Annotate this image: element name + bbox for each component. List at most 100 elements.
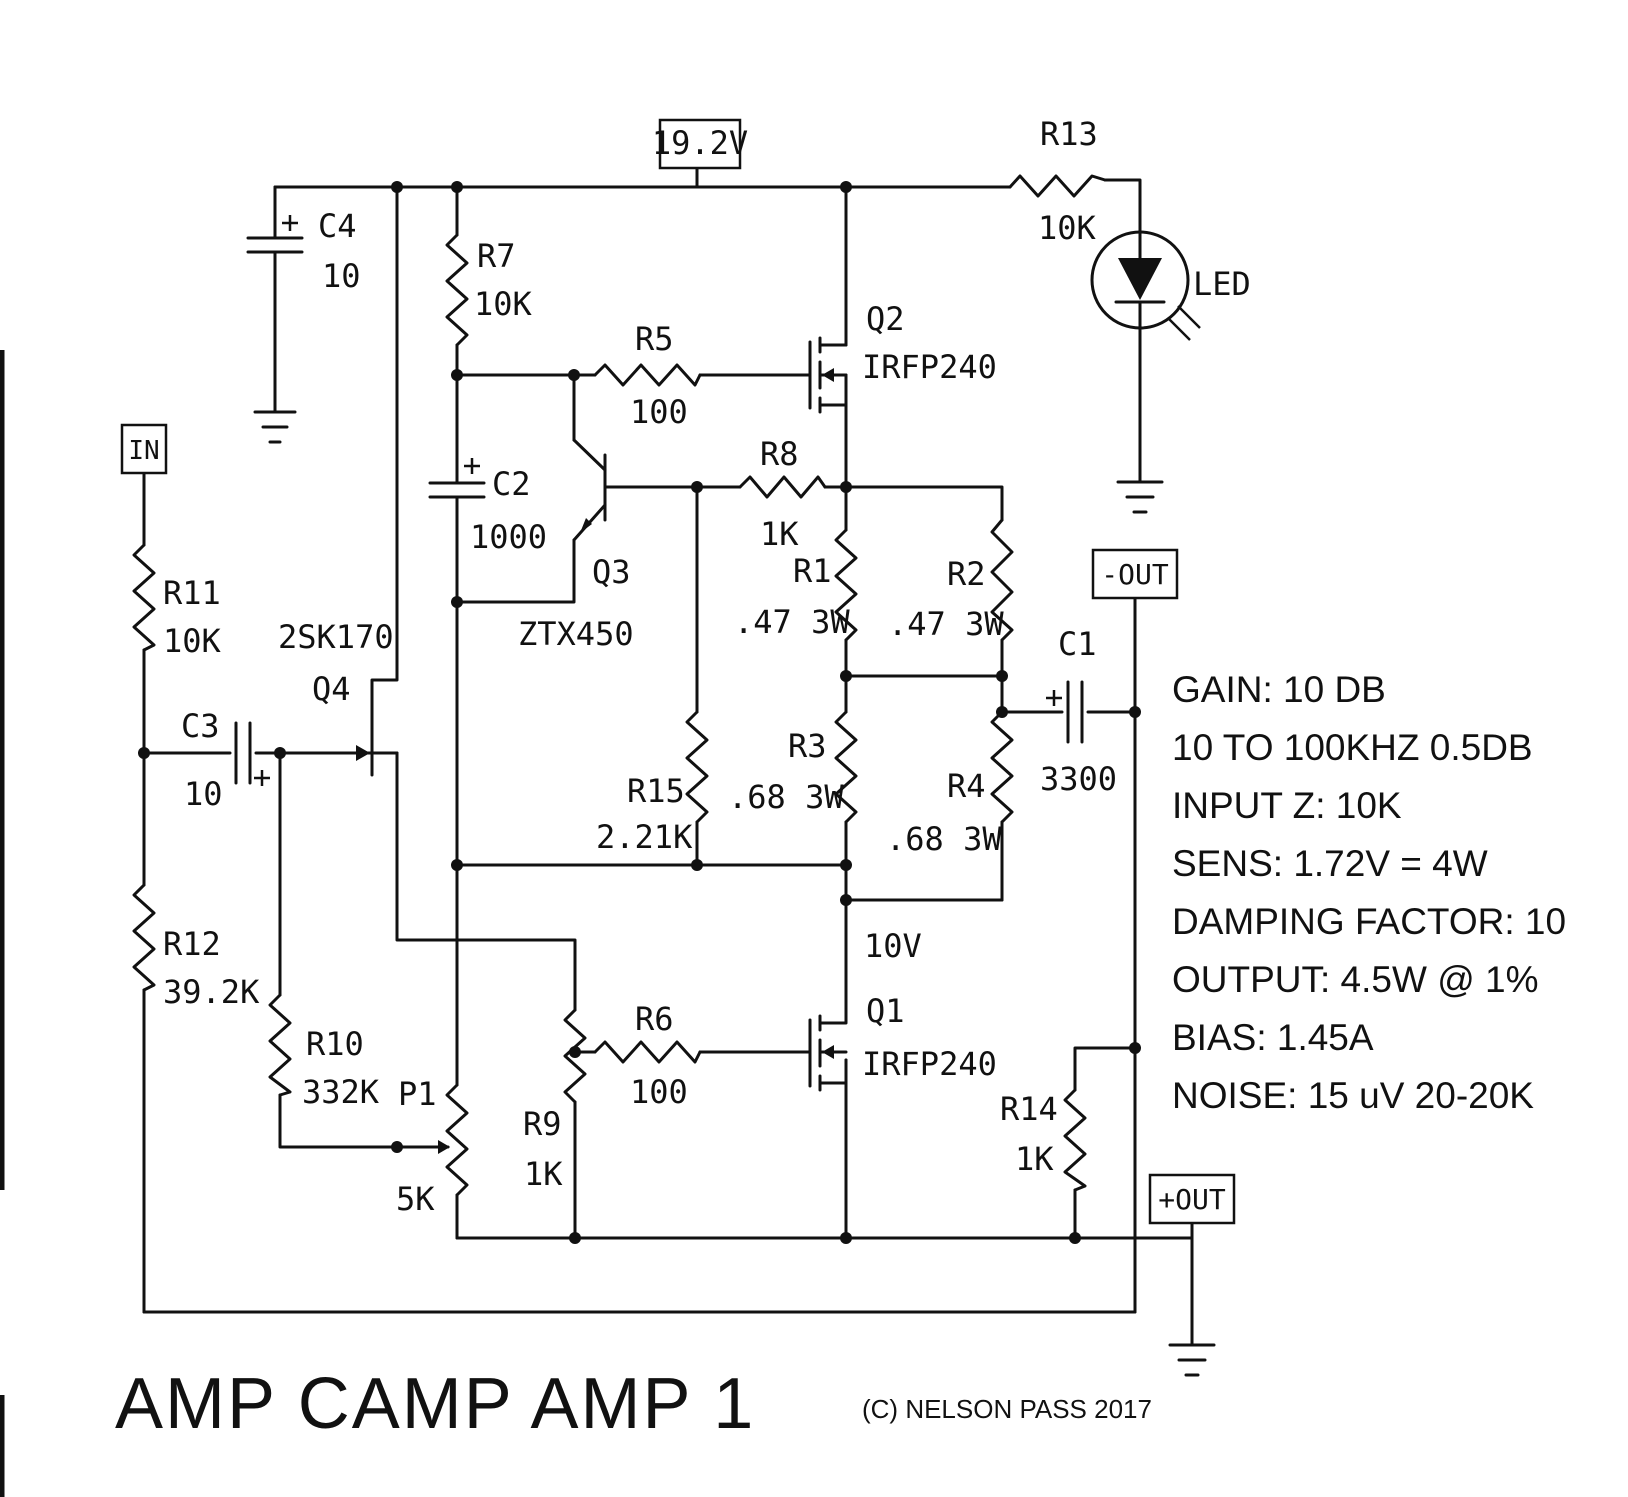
p1-ref: P1 [398,1075,437,1113]
copyright-notice: (C) NELSON PASS 2017 [862,1394,1152,1424]
r9-value: 1K [524,1155,563,1193]
q4-ref: Q4 [312,670,351,708]
q2-part: IRFP240 [862,348,997,386]
input-port-label: IN [128,436,159,466]
resistor-r6-symbol [593,1040,702,1064]
r11-value: 10K [163,622,222,660]
r11-ref: R11 [163,574,221,612]
neg-out-port-box [1091,548,1179,600]
r14-ref: R14 [1000,1090,1058,1128]
spec-line: OUTPUT: 4.5W @ 1% [1172,959,1539,1000]
input-port-box [120,423,168,475]
c3-value: 10 [184,775,223,813]
capacitor-c4-symbol [246,215,304,254]
q1-part: IRFP240 [862,1045,997,1083]
r2-value: .47 3W [888,605,1004,643]
r5-value: 100 [630,393,688,431]
capacitor-c3-symbol [234,721,270,786]
pos-out-port-label: +OUT [1158,1183,1226,1216]
r10-ref: R10 [306,1025,364,1063]
resistor-r15-symbol [685,710,709,824]
specifications-list: GAIN: 10 DB 10 TO 100KHZ 0.5DB INPUT Z: … [1172,669,1566,1116]
r2-ref: R2 [947,555,986,593]
junction-dots [138,181,1141,1244]
c1-ref: C1 [1058,625,1097,663]
q4-part: 2SK170 [278,618,394,656]
q3-part: ZTX450 [518,615,634,653]
spec-line: 10 TO 100KHZ 0.5DB [1172,727,1533,768]
resistor-r2-symbol [990,518,1014,642]
q3-ref: Q3 [592,553,631,591]
potentiometer-p1-symbol [445,1083,469,1197]
neg-out-port-label: -OUT [1101,558,1169,591]
r15-ref: R15 [627,772,685,810]
resistor-r14-symbol [1063,1088,1087,1192]
ground-symbol-led [1116,480,1164,514]
r12-ref: R12 [163,925,221,963]
c3-ref: C3 [181,707,220,745]
c2-ref: C2 [492,465,531,503]
mosfet-q1-symbol [808,1008,848,1092]
spec-line: GAIN: 10 DB [1172,669,1386,710]
resistor-r1-symbol [834,528,858,642]
resistor-r9-symbol [563,1008,587,1104]
resistor-r12-symbol [132,883,156,992]
r6-ref: R6 [635,1000,674,1038]
r7-ref: R7 [477,237,516,275]
c1-value: 3300 [1040,760,1117,798]
r15-value: 2.21K [596,818,693,856]
resistor-r8-symbol [738,475,827,499]
led-ref: LED [1193,265,1251,303]
q1-ref: Q1 [866,992,905,1030]
bjt-q3-symbol [572,438,607,542]
spec-line: DAMPING FACTOR: 10 [1172,901,1566,942]
spec-line: BIAS: 1.45A [1172,1017,1374,1058]
c4-ref: C4 [318,207,357,245]
r13-ref: R13 [1040,115,1098,153]
q2-ref: Q2 [866,300,905,338]
resistor-r13-symbol [1008,174,1107,198]
r1-ref: R1 [793,552,832,590]
r12-value: 39.2K [163,973,260,1011]
resistor-r11-symbol [132,543,156,652]
resistor-r4-symbol [990,710,1014,824]
r1-value: .47 3W [734,603,850,641]
c4-value: 10 [322,257,361,295]
jfet-q4-symbol [343,728,399,777]
r7-value: 10K [474,285,533,323]
node-10v-label: 10V [864,927,922,965]
r13-value: 10K [1038,209,1097,247]
resistor-r5-symbol [593,363,702,387]
spec-line: SENS: 1.72V = 4W [1172,843,1488,884]
resistor-r7-symbol [445,233,469,347]
capacitor-c2-symbol [428,458,486,499]
schematic-title: AMP CAMP AMP 1 [115,1364,755,1444]
r8-ref: R8 [760,435,799,473]
led-symbol [1090,230,1201,341]
r9-ref: R9 [523,1105,562,1143]
pos-out-port-box [1148,1173,1236,1225]
r4-value: .68 3W [886,820,1002,858]
potentiometer-p1-arrow [438,1140,450,1154]
r6-value: 100 [630,1073,688,1111]
supply-port-box [658,118,742,170]
resistor-r10-symbol [268,993,292,1097]
r10-value: 332K [302,1073,380,1111]
r14-value: 1K [1015,1140,1054,1178]
r3-ref: R3 [788,727,827,765]
resistor-r3-symbol [834,710,858,824]
r8-value: 1K [760,515,799,553]
spec-line: NOISE: 15 uV 20-20K [1172,1075,1534,1116]
wires [142,155,1194,1347]
capacitor-c1-symbol [1046,680,1084,744]
spec-line: INPUT Z: 10K [1172,785,1402,826]
p1-value: 5K [396,1180,435,1218]
r3-value: .68 3W [728,778,844,816]
r4-ref: R4 [947,767,986,805]
r5-ref: R5 [635,320,674,358]
mosfet-q2-symbol [808,336,848,414]
c2-value: 1000 [470,518,547,556]
ground-symbol-out [1168,1343,1216,1377]
supply-port-label: 19.2V [652,124,748,162]
